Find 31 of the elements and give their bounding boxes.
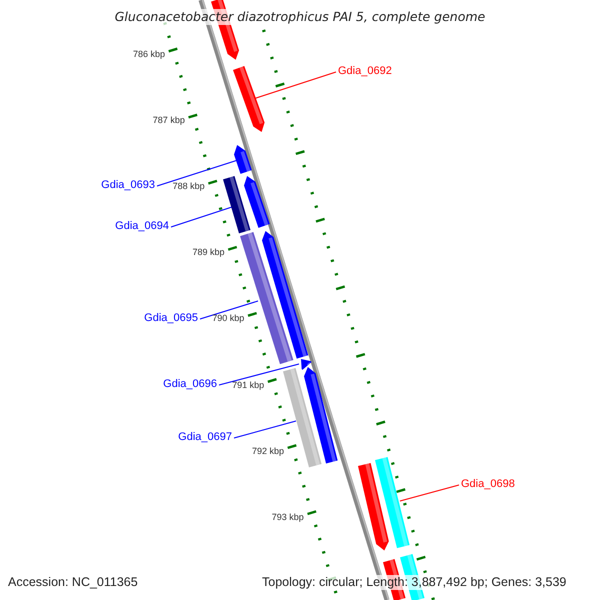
gene-label: Gdia_0693 (101, 179, 155, 192)
gene-label: Gdia_0694 (115, 220, 169, 233)
gene-label: Gdia_0698 (461, 478, 515, 491)
scale-label: 791 kbp (232, 380, 264, 390)
leader-line (400, 484, 460, 502)
gene-block-pointed (262, 231, 309, 359)
gene-label: Gdia_0695 (144, 312, 198, 325)
gene-block-pointed (304, 367, 338, 464)
leader-line (156, 160, 238, 186)
gene-block-pointed (244, 176, 270, 228)
accession-text: Accession: NC_011365 (8, 575, 138, 590)
gene-label: Gdia_0696 (163, 378, 217, 391)
gene-block-pointed (301, 359, 312, 370)
leader-line (234, 420, 296, 438)
gene-block (374, 457, 410, 549)
gene-block-pointed (233, 66, 265, 132)
scale-label: 792 kbp (252, 446, 284, 457)
gene-block (282, 368, 322, 468)
scale-label: 787 kbp (152, 115, 185, 126)
gene-block-pointed (234, 145, 252, 174)
gene-block (223, 176, 251, 234)
leader-line (200, 300, 258, 320)
scale-label: 789 kbp (192, 247, 224, 258)
scale-label: 788 kbp (172, 181, 205, 192)
scale-label: 790 kbp (212, 313, 244, 324)
gene-label: Gdia_0697 (178, 431, 232, 444)
gene-label: Gdia_0692 (338, 65, 392, 78)
gene-block-pointed (358, 462, 388, 550)
scale-label: 793 kbp (272, 512, 304, 523)
scale-label: 786 kbp (132, 49, 165, 60)
leader-line (218, 364, 300, 386)
